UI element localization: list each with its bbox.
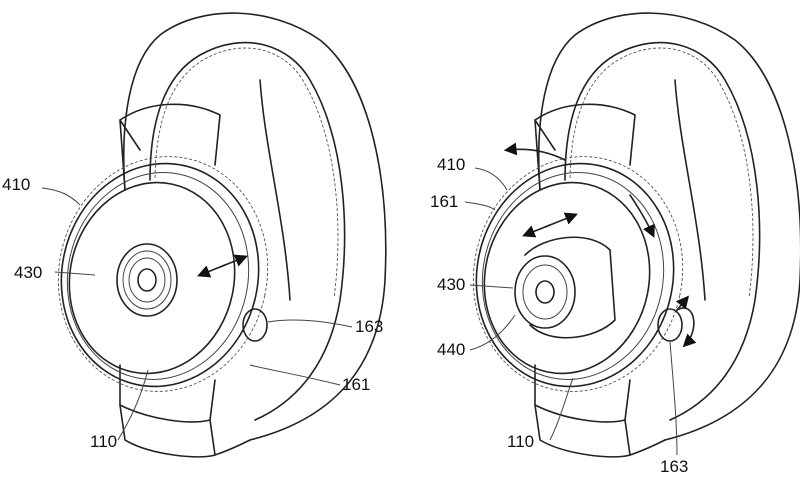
label-410: 410 — [2, 175, 31, 194]
label-163: 163 — [355, 317, 384, 336]
label-410: 410 — [437, 155, 466, 174]
label-430: 430 — [437, 275, 466, 294]
camera-module — [514, 236, 616, 339]
label-163: 163 — [660, 457, 689, 476]
label-161: 161 — [430, 192, 459, 211]
label-161: 161 — [342, 375, 371, 394]
label-110: 110 — [507, 432, 535, 451]
left-watch-figure — [35, 12, 387, 458]
label-430: 430 — [14, 263, 43, 282]
lens-rings — [116, 243, 178, 317]
label-440: 440 — [437, 340, 466, 359]
right-watch-figure — [450, 12, 800, 458]
label-110: 110 — [90, 432, 118, 451]
rotation-arrow-icon — [503, 142, 566, 161]
